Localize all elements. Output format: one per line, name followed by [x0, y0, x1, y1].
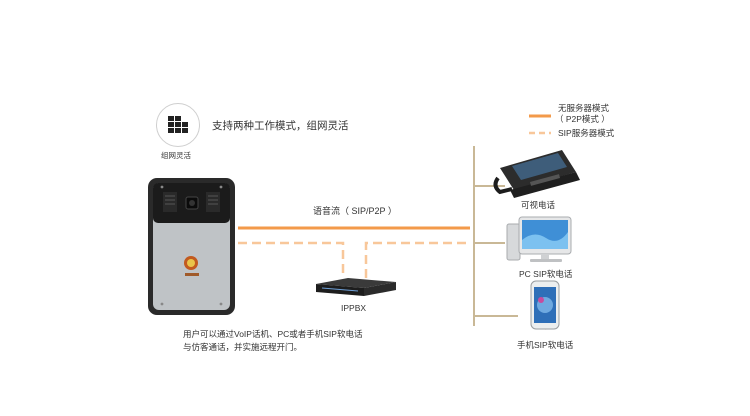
feature-title: 支持两种工作模式，组网灵活: [212, 120, 349, 132]
stream-label: 语音流（ SIP/P2P ）: [313, 206, 397, 216]
legend-dashed-label: SIP服务器模式: [558, 128, 615, 138]
door-intercom-device: [148, 178, 235, 315]
ippbx-label: IPPBX: [341, 303, 367, 313]
mobile-device: [530, 280, 560, 330]
video-phone-device: [493, 150, 580, 198]
sip-dashed-line-right: [364, 241, 470, 278]
pc-label: PC SIP软电话: [519, 269, 573, 279]
sip-dashed-line: [238, 241, 345, 278]
mobile-label: 手机SIP软电话: [517, 340, 574, 350]
description-line-2: 与仿客通话，并实施远程开门。: [183, 342, 303, 352]
description-line-1: 用户可以通过VoIP话机、PC或者手机SIP软电话: [183, 329, 363, 339]
icon-caption: 组网灵活: [161, 151, 191, 160]
legend-solid-label-2: （ P2P模式 ）: [555, 114, 610, 124]
pc-device: [506, 216, 572, 262]
legend-solid-label-1: 无服务器模式: [558, 103, 610, 113]
videophone-label: 可视电话: [521, 200, 556, 210]
grid-blocks-icon: [156, 103, 200, 147]
ippbx-device: [316, 278, 396, 296]
